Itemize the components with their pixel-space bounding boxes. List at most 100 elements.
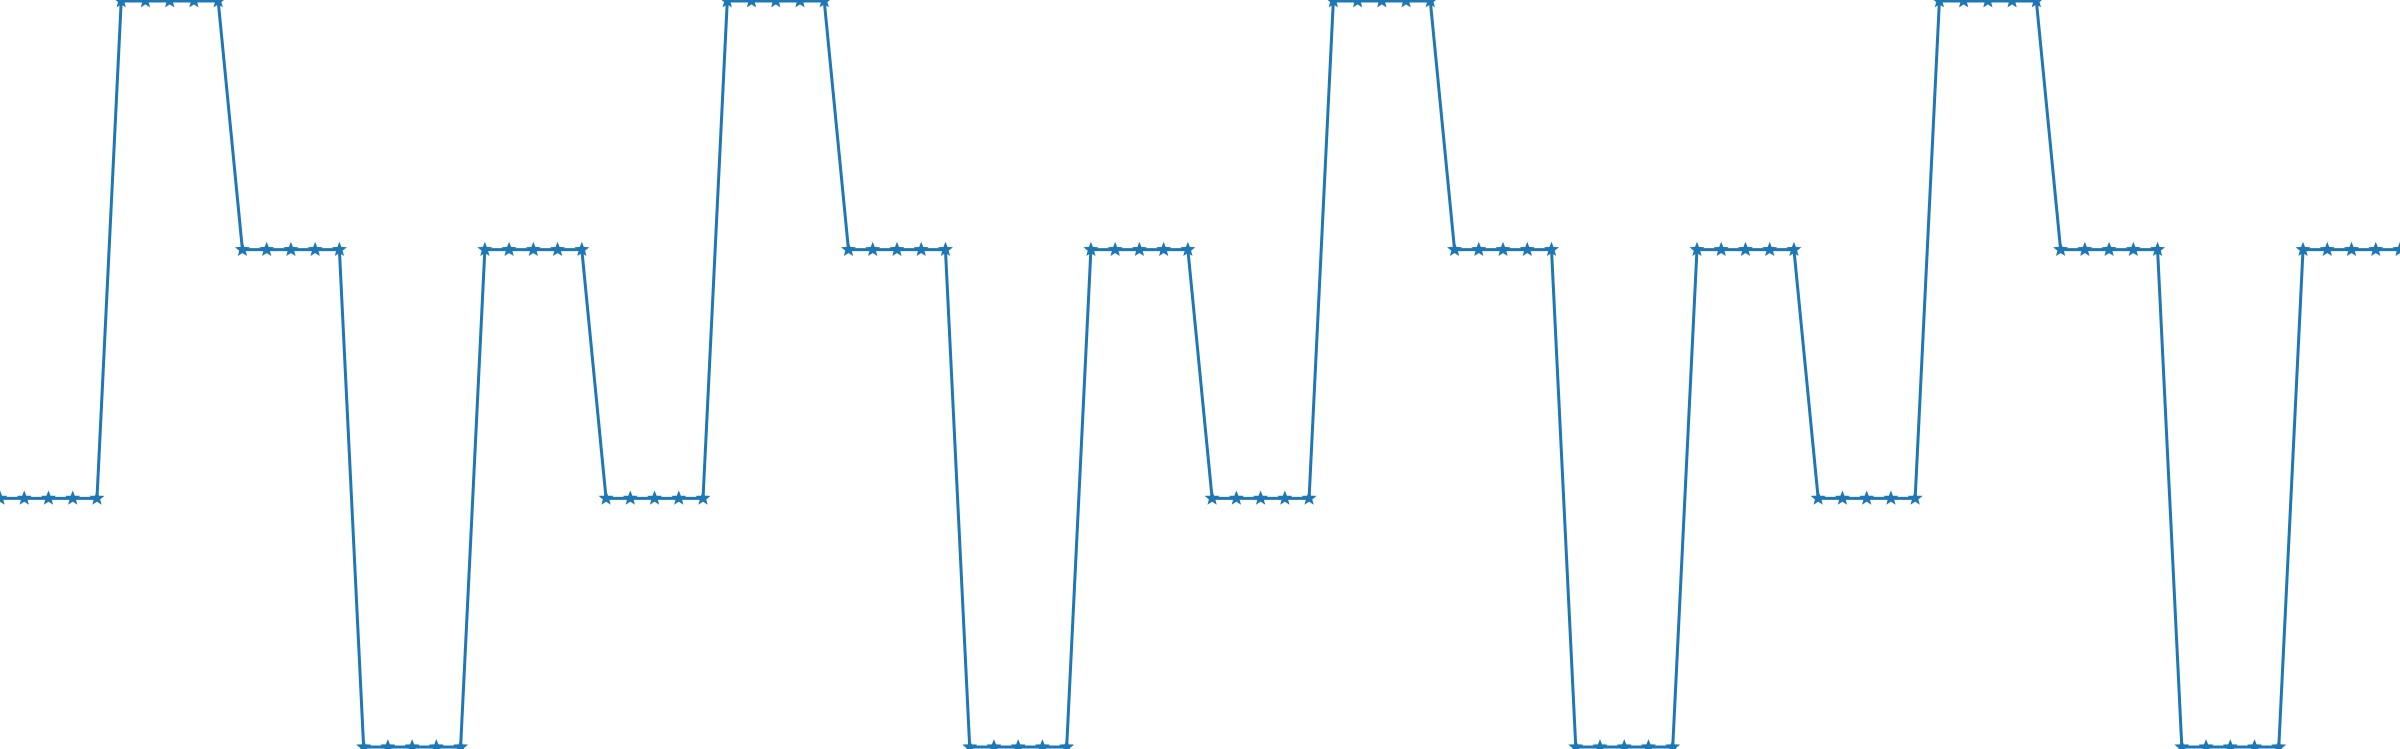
data-point-star bbox=[818, 0, 830, 8]
data-point-star bbox=[1883, 490, 1899, 505]
data-point-star bbox=[1982, 0, 1994, 8]
data-point-star bbox=[1689, 241, 1705, 257]
data-point-star bbox=[2295, 241, 2311, 257]
data-point-star bbox=[1859, 490, 1875, 505]
data-point-star bbox=[1059, 739, 1075, 749]
data-point-star bbox=[259, 241, 275, 257]
data-point-star bbox=[1180, 241, 1196, 257]
data-point-star bbox=[721, 0, 734, 8]
data-point-star bbox=[671, 490, 687, 505]
data-point-star bbox=[1471, 241, 1487, 257]
data-point-star bbox=[307, 241, 323, 257]
data-point-star bbox=[2247, 739, 2263, 749]
data-point-star bbox=[1640, 739, 1656, 749]
data-point-star bbox=[1737, 241, 1753, 257]
data-point-star bbox=[1156, 241, 1172, 257]
data-point-star bbox=[1277, 490, 1293, 505]
data-point-star bbox=[2077, 241, 2093, 257]
data-point-star bbox=[1713, 241, 1729, 257]
data-point-star bbox=[913, 241, 929, 257]
data-point-star bbox=[1351, 0, 1364, 8]
data-point-star bbox=[1834, 490, 1850, 505]
data-point-star bbox=[1665, 739, 1681, 749]
data-point-star bbox=[550, 241, 566, 257]
data-point-star bbox=[1907, 490, 1923, 505]
data-point-star bbox=[1204, 490, 1220, 505]
data-point-star bbox=[428, 739, 444, 749]
data-point-star bbox=[2344, 241, 2360, 257]
data-point-star bbox=[404, 739, 420, 749]
data-point-star bbox=[212, 0, 224, 8]
data-point-star bbox=[163, 0, 176, 8]
data-point-star bbox=[2150, 241, 2166, 257]
data-point-star bbox=[598, 490, 614, 505]
data-point-star bbox=[380, 739, 396, 749]
data-point-star bbox=[283, 241, 299, 257]
data-point-star bbox=[139, 0, 152, 8]
data-point-star bbox=[2030, 0, 2043, 8]
data-point-star bbox=[1034, 739, 1050, 749]
data-point-star bbox=[2392, 241, 2400, 257]
data-point-star bbox=[574, 241, 590, 257]
data-point-star bbox=[2198, 739, 2214, 749]
data-point-star bbox=[962, 739, 978, 749]
data-point-star bbox=[1810, 490, 1826, 505]
data-point-star bbox=[1957, 0, 1970, 8]
data-point-star bbox=[647, 490, 663, 505]
data-point-star bbox=[1568, 739, 1584, 749]
data-point-star bbox=[2174, 739, 2190, 749]
data-point-star bbox=[1495, 241, 1511, 257]
data-point-star bbox=[356, 739, 372, 749]
data-point-star bbox=[525, 241, 541, 257]
data-point-star bbox=[1301, 490, 1317, 505]
data-point-star bbox=[1400, 0, 1412, 8]
data-point-star bbox=[40, 490, 56, 505]
data-point-star bbox=[1544, 241, 1560, 257]
data-point-star bbox=[2006, 0, 2018, 8]
data-point-star bbox=[1228, 490, 1244, 505]
data-point-star bbox=[1616, 739, 1632, 749]
data-point-star bbox=[1447, 241, 1463, 257]
data-point-star bbox=[865, 241, 881, 257]
data-point-star bbox=[477, 241, 493, 257]
data-point-star bbox=[840, 241, 856, 257]
data-point-star bbox=[2101, 241, 2117, 257]
data-point-star bbox=[16, 490, 32, 505]
data-point-star bbox=[89, 490, 105, 505]
data-point-star bbox=[695, 490, 711, 505]
data-point-star bbox=[745, 0, 758, 8]
data-point-star bbox=[234, 241, 250, 257]
data-point-star bbox=[2125, 241, 2141, 257]
data-point-star bbox=[1933, 0, 1946, 8]
data-point-star bbox=[1424, 0, 1437, 8]
data-point-star bbox=[331, 241, 347, 257]
data-point-star bbox=[2271, 739, 2287, 749]
data-point-star bbox=[1592, 739, 1608, 749]
data-point-star bbox=[1010, 739, 1026, 749]
data-point-star bbox=[1107, 241, 1123, 257]
data-point-star bbox=[2222, 739, 2238, 749]
data-point-star bbox=[453, 739, 469, 749]
data-point-star bbox=[1253, 490, 1269, 505]
data-point-star bbox=[794, 0, 806, 8]
data-point-star bbox=[65, 490, 81, 505]
data-point-star bbox=[889, 241, 905, 257]
data-point-star bbox=[770, 0, 782, 8]
data-point-star bbox=[0, 490, 8, 505]
data-point-star bbox=[2053, 241, 2069, 257]
data-point-star bbox=[986, 739, 1002, 749]
data-point-star bbox=[1376, 0, 1388, 8]
data-point-star bbox=[1786, 241, 1802, 257]
data-point-star bbox=[622, 490, 638, 505]
data-point-star bbox=[937, 241, 953, 257]
data-point-star bbox=[115, 0, 127, 8]
data-point-star bbox=[2368, 241, 2384, 257]
data-point-star bbox=[1762, 241, 1778, 257]
data-point-star bbox=[501, 241, 517, 257]
data-point-star bbox=[1083, 241, 1099, 257]
